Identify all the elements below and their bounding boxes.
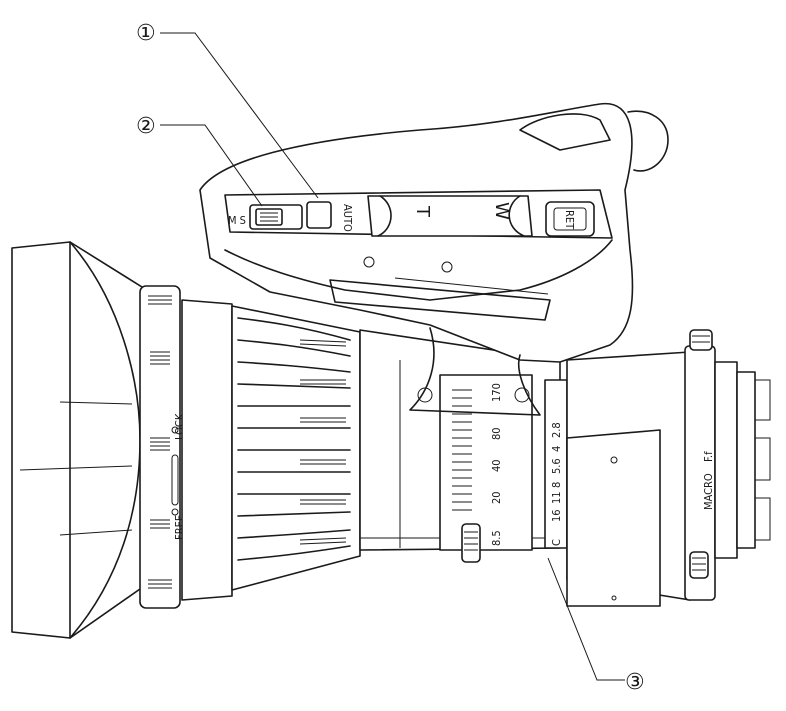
zoom-wide-label: W [491,202,512,220]
ret-button-label: RET [563,210,576,230]
iris-scale-4: 4 [550,446,563,452]
mode-switch-label: M S [228,214,246,227]
zoom-ring-lever[interactable] [461,523,481,563]
iris-ring[interactable]: 2.8 4 5.6 8 11 16 C [544,379,568,549]
mode-switch[interactable]: M S [228,204,303,230]
callout-3: ③ [547,557,645,695]
macro-lever[interactable] [689,551,709,579]
macro-label: MACRO [702,473,715,510]
zoom-scale-40: 40 [490,459,503,472]
zoom-seesaw-rocker[interactable]: T W [367,195,533,237]
lens-hood [11,241,151,639]
zoom-scale-8-5: 8.5 [490,530,503,546]
hood-mount-ring[interactable]: FREE LOCK [139,285,186,609]
zoom-scale-170: 170 [490,383,503,402]
auto-button-label: AUTO [341,204,354,232]
back-focus-label: F.f [702,451,715,462]
callout-1-label: ① [136,21,156,46]
callout-1: ① [136,21,319,199]
auto-button[interactable]: AUTO [306,201,354,232]
back-focus-knob[interactable] [689,329,713,351]
callout-3-label: ③ [625,670,645,695]
zoom-scale-20: 20 [490,491,503,504]
iris-scale-16: 16 [550,509,563,522]
zoom-scale-80: 80 [490,427,503,440]
zoom-tele-label: T [412,205,433,218]
callout-2-label: ② [136,114,156,139]
rear-barrel [566,351,691,607]
iris-scale-11: 11 [550,491,563,504]
back-focus-ring[interactable]: F.f MACRO [684,329,716,601]
iris-scale-c: C [550,539,563,546]
iris-scale-5-6: 5.6 [550,458,563,474]
callout-2: ② [136,114,263,207]
lens-mount [714,361,771,559]
zoom-ring[interactable]: 170 80 40 20 8.5 [439,374,533,563]
iris-scale-2-8: 2.8 [550,422,563,438]
focus-ring[interactable]: ft m ∞ [181,299,383,601]
ret-button[interactable]: RET [545,201,595,237]
iris-scale-8: 8 [550,482,563,488]
